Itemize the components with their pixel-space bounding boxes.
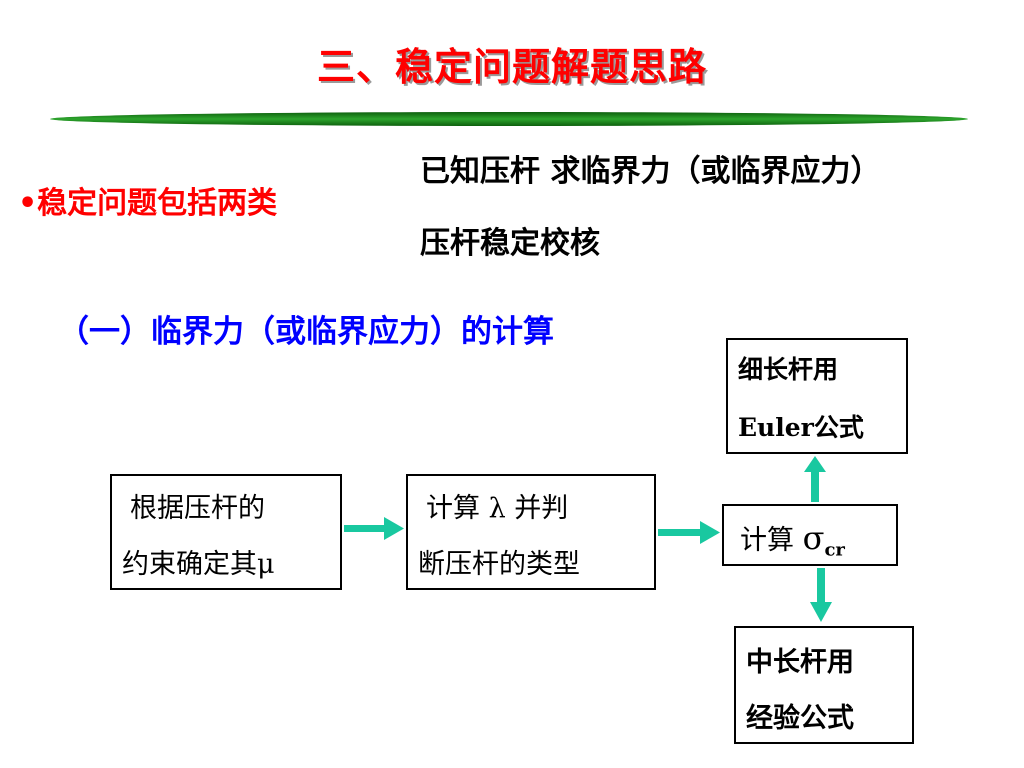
sigma-symbol: σ bbox=[802, 519, 825, 557]
step-slenderness-line1: 计算 λ 并判 bbox=[426, 486, 568, 525]
slide-title: 三、稳定问题解题思路 bbox=[316, 45, 707, 89]
arrow-right-icon bbox=[344, 517, 404, 540]
mu-symbol: μ bbox=[257, 549, 275, 580]
step-slenderness-rest: 并判 bbox=[505, 493, 569, 524]
arrow-down-icon bbox=[810, 568, 832, 622]
title-divider bbox=[50, 112, 968, 126]
slender-bar-euler-box: 细长杆用 Euler公式 bbox=[726, 338, 908, 454]
category-stability-check: 压杆稳定校核 bbox=[420, 226, 600, 261]
category-critical-force: 已知压杆 求临界力（或临界应力） bbox=[420, 154, 881, 189]
step-constraint-text: 约束确定其 bbox=[122, 549, 257, 580]
slender-line2: Euler公式 bbox=[738, 408, 864, 444]
arrow-up-icon bbox=[804, 456, 826, 502]
cr-subscript: cr bbox=[824, 539, 845, 561]
problem-types-bullet: •稳定问题包括两类 bbox=[18, 186, 278, 221]
step-slenderness-line2: 断压杆的类型 bbox=[418, 549, 580, 580]
step-critical-stress-label: 计算 σcr bbox=[740, 518, 845, 560]
euler-label: Euler bbox=[738, 413, 814, 442]
step-slenderness-box: 计算 λ 并判 断压杆的类型 bbox=[406, 474, 656, 590]
intermediate-bar-empirical-box: 中长杆用 经验公式 bbox=[734, 626, 914, 744]
intermediate-line1: 中长杆用 bbox=[746, 647, 854, 678]
lambda-symbol: λ bbox=[488, 493, 506, 524]
slender-line1: 细长杆用 bbox=[738, 355, 839, 384]
step-constraint-line1: 根据压杆的 bbox=[130, 493, 265, 524]
step-critical-stress-box: 计算 σcr bbox=[722, 504, 898, 566]
step-slenderness-text: 计算 bbox=[426, 493, 489, 524]
section-heading: （一）临界力（或临界应力）的计算 bbox=[58, 314, 554, 350]
formula-label: 公式 bbox=[813, 413, 864, 442]
arrow-right-icon bbox=[658, 521, 720, 544]
step-critical-stress-text: 计算 bbox=[740, 525, 803, 556]
step-constraint-box: 根据压杆的 约束确定其μ bbox=[110, 474, 342, 590]
step-constraint-line2: 约束确定其μ bbox=[122, 542, 275, 581]
intermediate-line2: 经验公式 bbox=[746, 703, 854, 734]
